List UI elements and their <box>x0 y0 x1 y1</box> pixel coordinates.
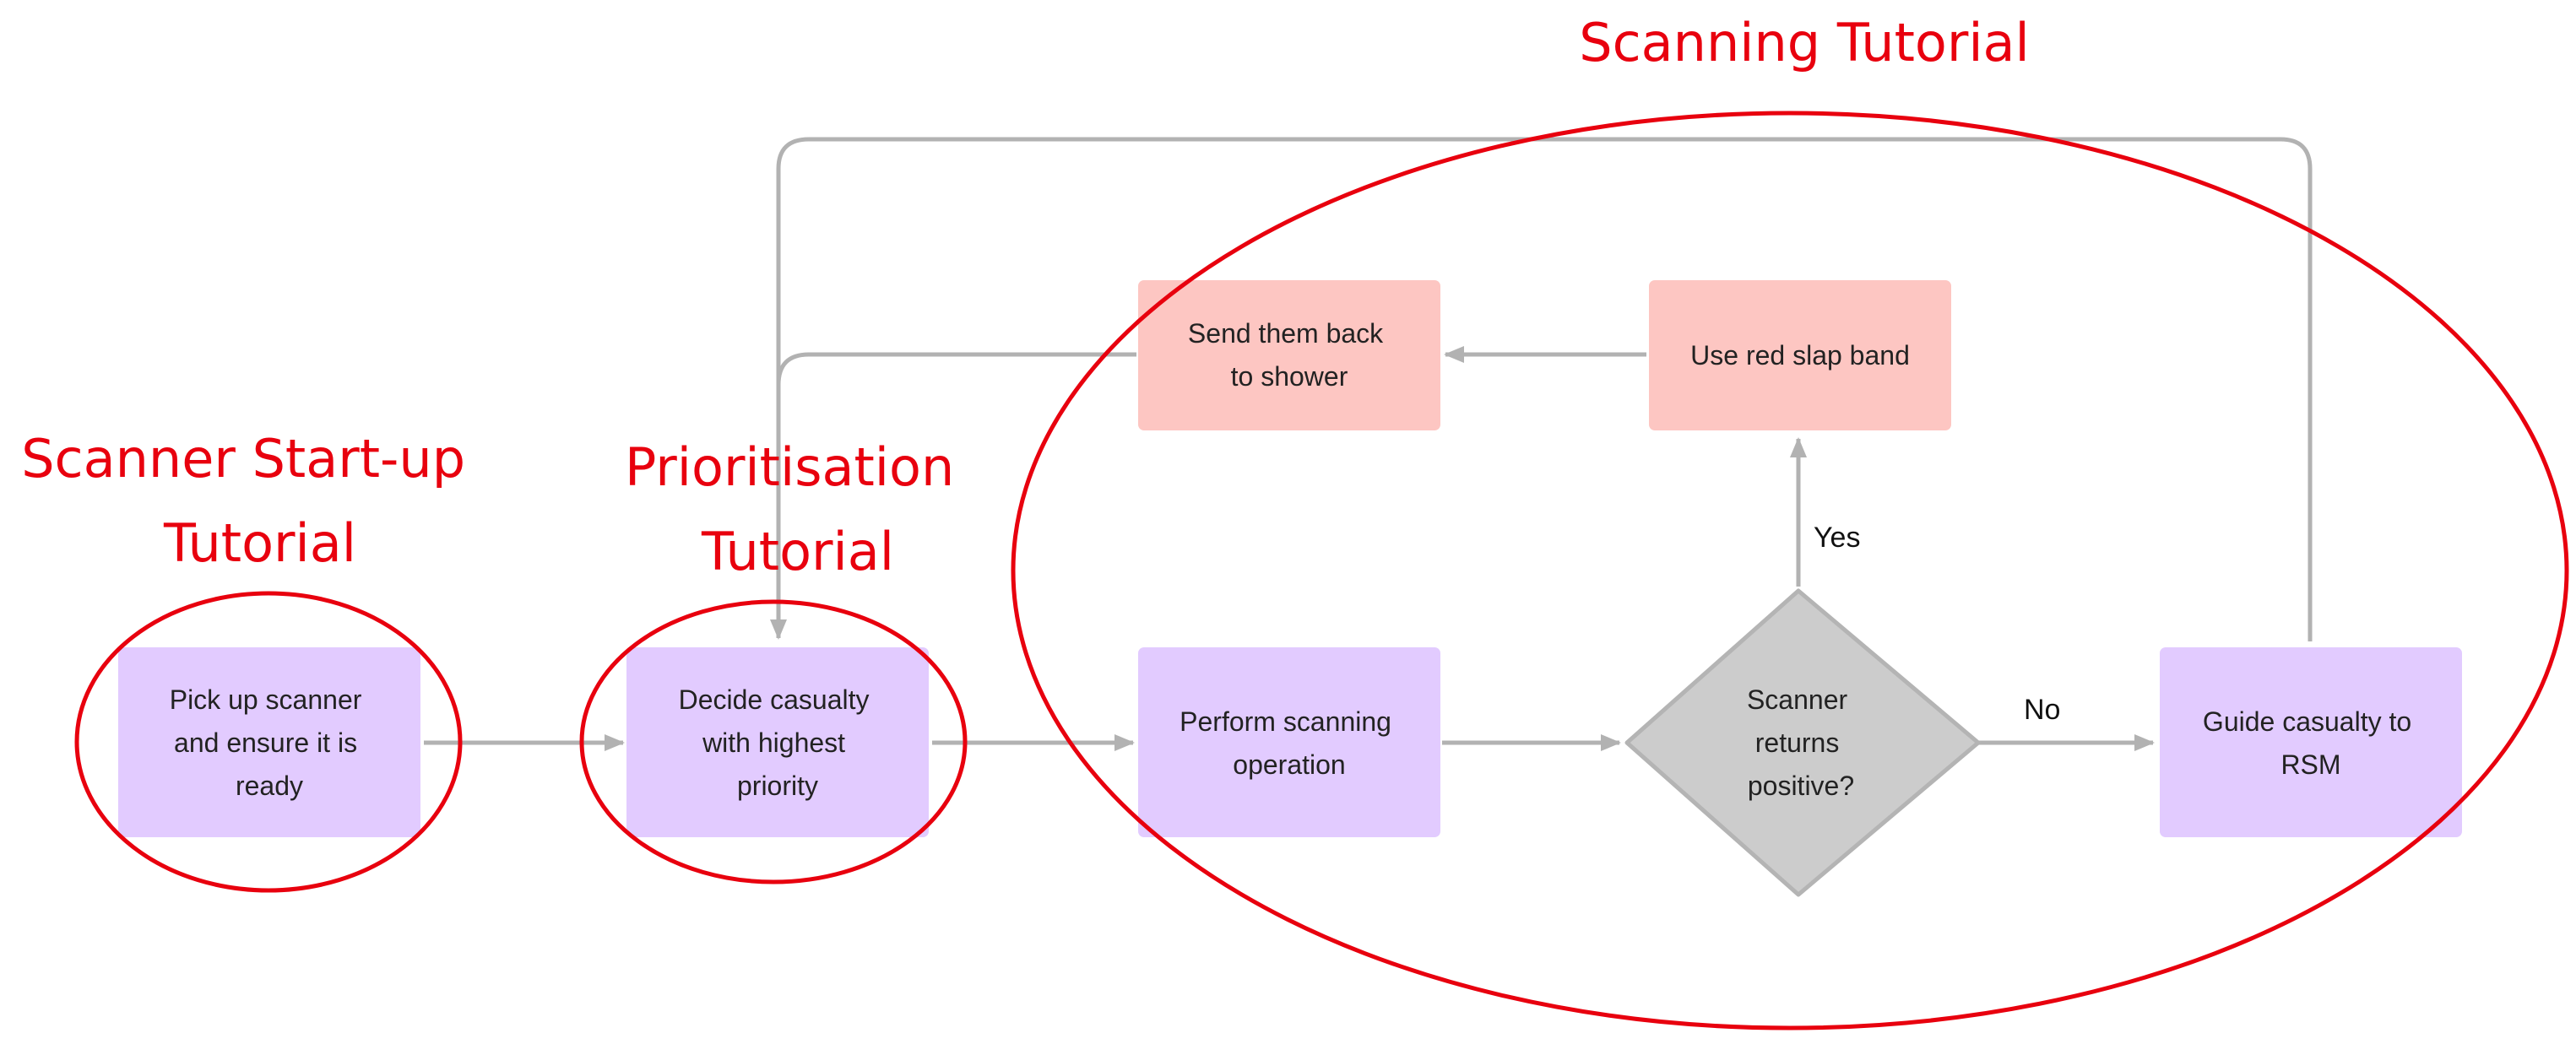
edge-label-no: No <box>2024 694 2060 726</box>
node-perform-scanning: Perform scanning operation <box>1138 647 1440 837</box>
node-line: with highest <box>702 728 845 758</box>
node-guide-casualty: Guide casualty to RSM <box>2160 647 2462 837</box>
node-line: ready <box>236 771 303 801</box>
node-line: to shower <box>1231 361 1348 392</box>
ellipse-scanning <box>1011 111 2569 1030</box>
ellipse-scanner-startup <box>74 591 463 893</box>
svg-text:Use red slap band: Use red slap band <box>1690 340 1910 371</box>
annotation-line: Tutorial <box>163 512 356 574</box>
svg-text:Send them back to shower: Send them back to shower <box>1188 318 1391 392</box>
node-line: Send them back <box>1188 318 1384 349</box>
node-line: Use red slap band <box>1690 340 1910 371</box>
annotation-prioritisation: Prioritisation Tutorial <box>625 436 971 582</box>
connector-guide-loop-to-decide <box>776 137 2313 641</box>
node-line: Decide casualty <box>679 684 870 715</box>
svg-text:Pick up scanner and ensu: Pick up scanner and ensure it is ready <box>170 684 370 801</box>
annotation-scanner-startup: Scanner Start-up Tutorial <box>21 428 482 574</box>
node-line: RSM <box>2280 749 2340 780</box>
annotation-scanning: Scanning Tutorial <box>1579 12 2030 73</box>
annotation-line: Scanner Start-up <box>21 428 465 490</box>
node-line: Pick up scanner <box>170 684 362 715</box>
node-line: and ensure it is <box>174 728 357 758</box>
connectors <box>424 137 2313 751</box>
node-decide-casualty: Decide casualty with highest priority <box>626 647 929 837</box>
node-line: Guide casualty to <box>2203 706 2411 737</box>
node-line: priority <box>737 771 818 801</box>
svg-text:Scanner returns po: Scanner returns positive? <box>1747 684 1855 801</box>
node-scanner-returns-positive: Scanner returns positive? <box>1624 588 1981 897</box>
node-line: returns <box>1755 728 1840 758</box>
svg-text:Guide casualty to RSM: Guide casualty to RSM <box>2203 706 2419 780</box>
node-line: operation <box>1233 749 1345 780</box>
svg-text:Decide casualty with hig: Decide casualty with highest priority <box>679 684 877 801</box>
edge-label-yes: Yes <box>1814 522 1860 554</box>
node-use-red-slap-band: Use red slap band <box>1649 280 1951 430</box>
annotation-line: Prioritisation <box>625 436 954 498</box>
node-pick-up-scanner: Pick up scanner and ensure it is ready <box>118 647 420 837</box>
node-line: positive? <box>1748 771 1854 801</box>
svg-text:Perform scanning operati: Perform scanning operation <box>1180 706 1399 780</box>
annotations <box>74 111 2569 1030</box>
node-line: Scanner <box>1747 684 1848 715</box>
annotation-line: Tutorial <box>701 521 894 582</box>
ellipse-prioritisation <box>579 599 968 884</box>
node-send-back-to-shower: Send them back to shower <box>1138 280 1440 430</box>
node-line: Perform scanning <box>1180 706 1391 737</box>
